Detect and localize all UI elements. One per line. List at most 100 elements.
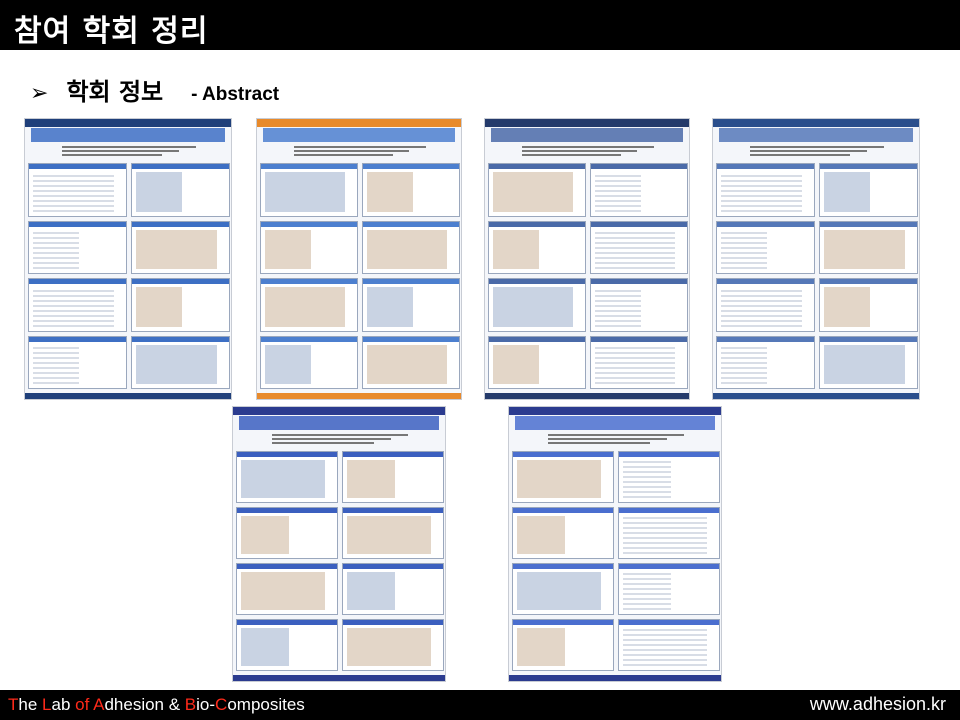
poster-section-header <box>132 336 229 342</box>
poster-section-box <box>512 619 614 671</box>
poster-figure <box>595 287 641 327</box>
poster-section-header <box>363 336 459 342</box>
poster-figure <box>493 172 574 212</box>
poster-author-line <box>522 150 638 152</box>
poster-section-header <box>237 620 337 625</box>
poster-author-line <box>62 146 196 148</box>
poster-author-line <box>547 442 651 444</box>
poster-thumbnail[interactable] <box>24 118 232 400</box>
footer-lab-part: ab <box>51 695 76 714</box>
poster-figure <box>136 172 183 212</box>
poster-figure <box>721 344 768 384</box>
poster-figure <box>241 516 290 554</box>
poster-footer-bar <box>257 393 461 399</box>
poster-section-header <box>132 221 229 227</box>
poster-footer-bar <box>509 675 721 681</box>
poster-author-line <box>62 154 163 156</box>
poster-figure <box>347 460 396 498</box>
poster-header-bar <box>713 119 919 127</box>
poster-section-box <box>590 278 688 332</box>
poster-section-box <box>488 220 586 274</box>
poster-title-banner <box>491 128 683 142</box>
poster-thumbnail[interactable] <box>484 118 690 400</box>
poster-header-bar <box>25 119 231 127</box>
poster-section-box <box>362 278 460 332</box>
poster-thumbnail[interactable] <box>712 118 920 400</box>
poster-section-header <box>513 620 613 625</box>
poster-section-box <box>236 619 338 671</box>
poster-section-header <box>363 279 459 284</box>
poster-figure <box>721 229 768 269</box>
poster-figure <box>623 460 672 498</box>
poster-figure <box>265 344 311 384</box>
poster-section-box <box>236 507 338 559</box>
poster-section-header <box>363 164 459 169</box>
poster-section-header <box>513 508 613 513</box>
poster-footer-bar <box>485 393 689 399</box>
section-heading: ➢ 학회 정보 - Abstract <box>30 72 279 107</box>
poster-figure <box>595 229 676 269</box>
poster-section-header <box>820 336 917 342</box>
poster-figure <box>33 229 80 269</box>
poster-author-line <box>271 438 392 440</box>
footer-lab-part: B <box>184 695 197 714</box>
poster-author-line <box>547 434 685 436</box>
poster-figure <box>33 172 115 212</box>
footer-lab-part: of <box>75 695 94 714</box>
poster-thumbnail[interactable] <box>256 118 462 400</box>
poster-section-box <box>716 278 815 332</box>
poster-section-header <box>619 452 719 457</box>
poster-header-bar <box>233 407 445 415</box>
poster-section-header <box>619 620 719 625</box>
poster-section-header <box>591 279 687 284</box>
poster-figure <box>265 172 346 212</box>
poster-figure <box>493 287 574 327</box>
poster-section-header <box>261 279 357 284</box>
poster-title-banner <box>719 128 913 142</box>
poster-figure <box>367 287 413 327</box>
footer-lab-part: L <box>42 695 52 714</box>
poster-section-header <box>619 508 719 513</box>
poster-figure <box>824 344 906 384</box>
section-heading-text: 학회 정보 <box>66 78 164 106</box>
poster-figure <box>517 516 566 554</box>
poster-section-box <box>131 163 230 217</box>
poster-figure <box>367 172 413 212</box>
poster-section-box <box>488 163 586 217</box>
poster-section-box <box>260 163 358 217</box>
poster-section-box <box>342 619 444 671</box>
poster-section-header <box>717 221 814 227</box>
poster-section-header <box>363 221 459 227</box>
poster-figure <box>241 572 325 610</box>
footer-bar: The Lab of Adhesion & Bio-Composites www… <box>0 690 960 720</box>
poster-figure <box>595 344 676 384</box>
poster-figure <box>347 572 396 610</box>
poster-section-header <box>343 564 443 569</box>
poster-section-box <box>28 335 127 389</box>
poster-section-box <box>260 278 358 332</box>
poster-section-box <box>28 163 127 217</box>
poster-section-header <box>29 164 126 169</box>
footer-lab-part: A <box>93 695 105 714</box>
poster-section-box <box>362 220 460 274</box>
poster-thumbnail[interactable] <box>232 406 446 682</box>
poster-section-header <box>591 164 687 169</box>
poster-section-box <box>260 220 358 274</box>
poster-author-line <box>750 154 851 156</box>
poster-section-box <box>342 563 444 615</box>
poster-figure <box>824 172 871 212</box>
poster-figure <box>265 229 311 269</box>
footer-lab-part: T <box>8 695 19 714</box>
footer-lab-part: C <box>215 695 228 714</box>
poster-header-bar <box>509 407 721 415</box>
poster-section-box <box>131 278 230 332</box>
poster-section-header <box>29 336 126 342</box>
poster-footer-bar <box>233 675 445 681</box>
poster-section-header <box>820 164 917 169</box>
poster-figure <box>347 628 431 666</box>
arrow-bullet-icon: ➢ <box>30 81 49 106</box>
poster-thumbnail[interactable] <box>508 406 722 682</box>
poster-author-line <box>750 150 867 152</box>
poster-figure <box>136 344 218 384</box>
poster-section-header <box>29 221 126 227</box>
